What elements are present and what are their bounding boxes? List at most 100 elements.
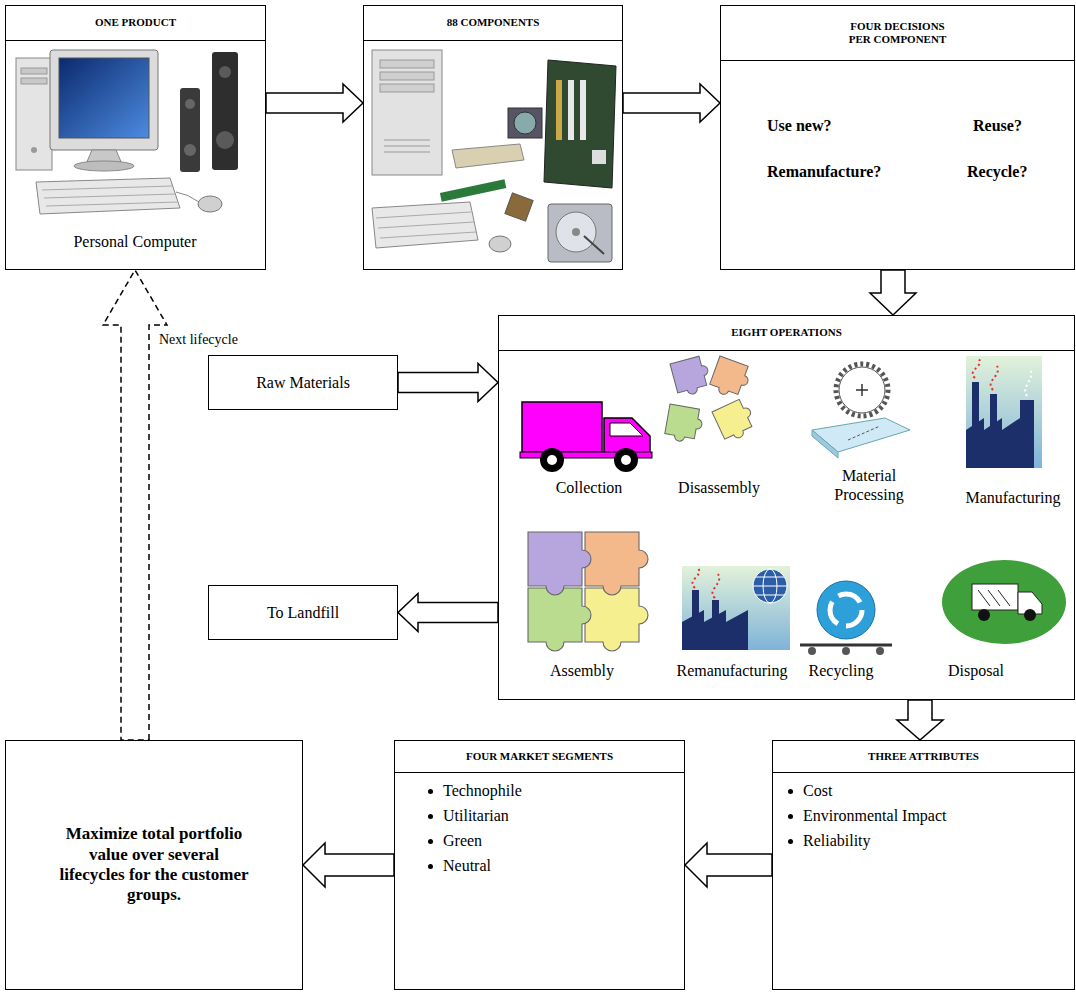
monitor-screen xyxy=(59,58,149,138)
bullet-item: Utilitarian xyxy=(443,806,509,825)
globe-equator xyxy=(753,577,787,595)
box-label: Personal Computer xyxy=(73,232,196,251)
cut-line xyxy=(848,426,880,440)
box-label: Remanufacture? xyxy=(767,162,881,181)
box-label: Recycle? xyxy=(967,162,1027,181)
box-label: Assembly xyxy=(550,661,614,680)
wheel-hub xyxy=(547,455,557,465)
puzzle-piece xyxy=(585,588,648,651)
box-heading: THREE ATTRIBUTES xyxy=(773,741,1074,773)
puzzle-pieces-icon xyxy=(664,355,759,445)
truck-body xyxy=(972,584,1018,610)
box-heading: ONE PRODUCT xyxy=(6,6,265,41)
cpu-fan xyxy=(508,108,542,138)
process-box: 88 COMPONENTS xyxy=(363,5,623,270)
roller xyxy=(876,647,884,655)
mouse xyxy=(198,196,222,212)
box-label: Collection xyxy=(556,478,623,497)
bullet-item: Green xyxy=(443,831,482,850)
truck-window xyxy=(610,423,643,436)
box-heading: FOUR MARKET SEGMENTS xyxy=(395,741,684,773)
smoke xyxy=(973,358,980,378)
mouse xyxy=(489,236,511,252)
motherboard xyxy=(544,60,616,188)
keyboard xyxy=(372,202,478,248)
truck-icon xyxy=(520,402,652,472)
wheel xyxy=(614,448,638,472)
puzzle-piece xyxy=(712,397,759,444)
bullet-item: Reliability xyxy=(803,831,871,850)
puzzle-piece xyxy=(528,588,591,651)
speaker xyxy=(212,52,238,170)
box-label: Disposal xyxy=(948,661,1004,680)
puzzle-piece xyxy=(670,355,713,398)
process-box: To Landfill xyxy=(208,585,398,640)
drive-bay xyxy=(380,84,434,92)
puzzle-piece xyxy=(585,532,648,595)
puzzle-piece xyxy=(528,532,591,595)
speaker-cone xyxy=(185,99,195,109)
block-arrow xyxy=(266,84,363,122)
box-heading: 88 COMPONENTS xyxy=(364,6,622,41)
wheel xyxy=(978,609,990,621)
factory-sky xyxy=(966,356,1042,468)
garbage-truck-icon xyxy=(942,560,1066,644)
tower-case xyxy=(372,50,442,175)
green-oval xyxy=(942,560,1066,644)
puzzle-assembled-icon xyxy=(528,532,648,651)
disk-spindle xyxy=(572,228,580,236)
hard-disk xyxy=(548,204,612,262)
drive-bay xyxy=(21,68,47,74)
conveyor xyxy=(800,644,892,647)
monitor-bezel xyxy=(50,50,158,150)
factory-globe-icon xyxy=(682,566,790,650)
box-label: Manufacturing xyxy=(965,488,1060,507)
truck-cargo xyxy=(522,402,602,452)
board-socket xyxy=(592,150,606,164)
factory-icon xyxy=(966,356,1042,468)
box-label: Disassembly xyxy=(678,478,760,497)
process-box: Raw Materials xyxy=(208,355,398,410)
roller xyxy=(842,647,850,655)
process-box: FOUR DECISIONS PER COMPONENTUse new?Reus… xyxy=(720,5,1075,270)
factory-building xyxy=(682,610,748,650)
smoke xyxy=(692,568,699,588)
bullet-item: Neutral xyxy=(443,856,491,875)
tower xyxy=(16,58,52,170)
recycling-icon xyxy=(800,581,892,655)
fan-blades xyxy=(514,112,536,134)
recycle-disc xyxy=(817,581,875,639)
box-label: Material Processing xyxy=(821,466,917,504)
box-label: Remanufacturing xyxy=(676,661,787,680)
puzzle-piece xyxy=(708,356,753,401)
board-slot xyxy=(556,80,562,140)
block-arrow xyxy=(398,364,498,402)
block-arrow xyxy=(398,594,498,632)
box-heading: EIGHT OPERATIONS xyxy=(499,316,1074,351)
truck-stripes xyxy=(978,590,1010,606)
edge-label: Next lifecycle xyxy=(157,332,240,349)
block-arrow xyxy=(623,84,720,122)
pc-illustration xyxy=(16,50,238,214)
block-arrow xyxy=(870,270,916,315)
box-label: Maximize total portfolio value over seve… xyxy=(59,824,249,906)
block-arrow xyxy=(897,700,943,740)
saw-plus xyxy=(856,384,868,396)
smoke xyxy=(1025,368,1031,396)
process-box: ONE PRODUCT Personal Computer xyxy=(5,5,266,270)
factory-building xyxy=(966,400,1034,468)
board-slot xyxy=(568,80,574,140)
board-slot xyxy=(580,80,586,140)
wheel-hub xyxy=(621,455,631,465)
mouse-cord xyxy=(176,192,199,202)
material-board-side xyxy=(812,430,838,458)
bullet-item: Technophile xyxy=(443,781,522,800)
smoke xyxy=(991,364,998,390)
block-arrow xyxy=(685,843,772,887)
smoke xyxy=(712,574,719,598)
optical-drive xyxy=(452,144,524,168)
drive-bay xyxy=(380,60,434,68)
components-illustration xyxy=(372,50,616,262)
